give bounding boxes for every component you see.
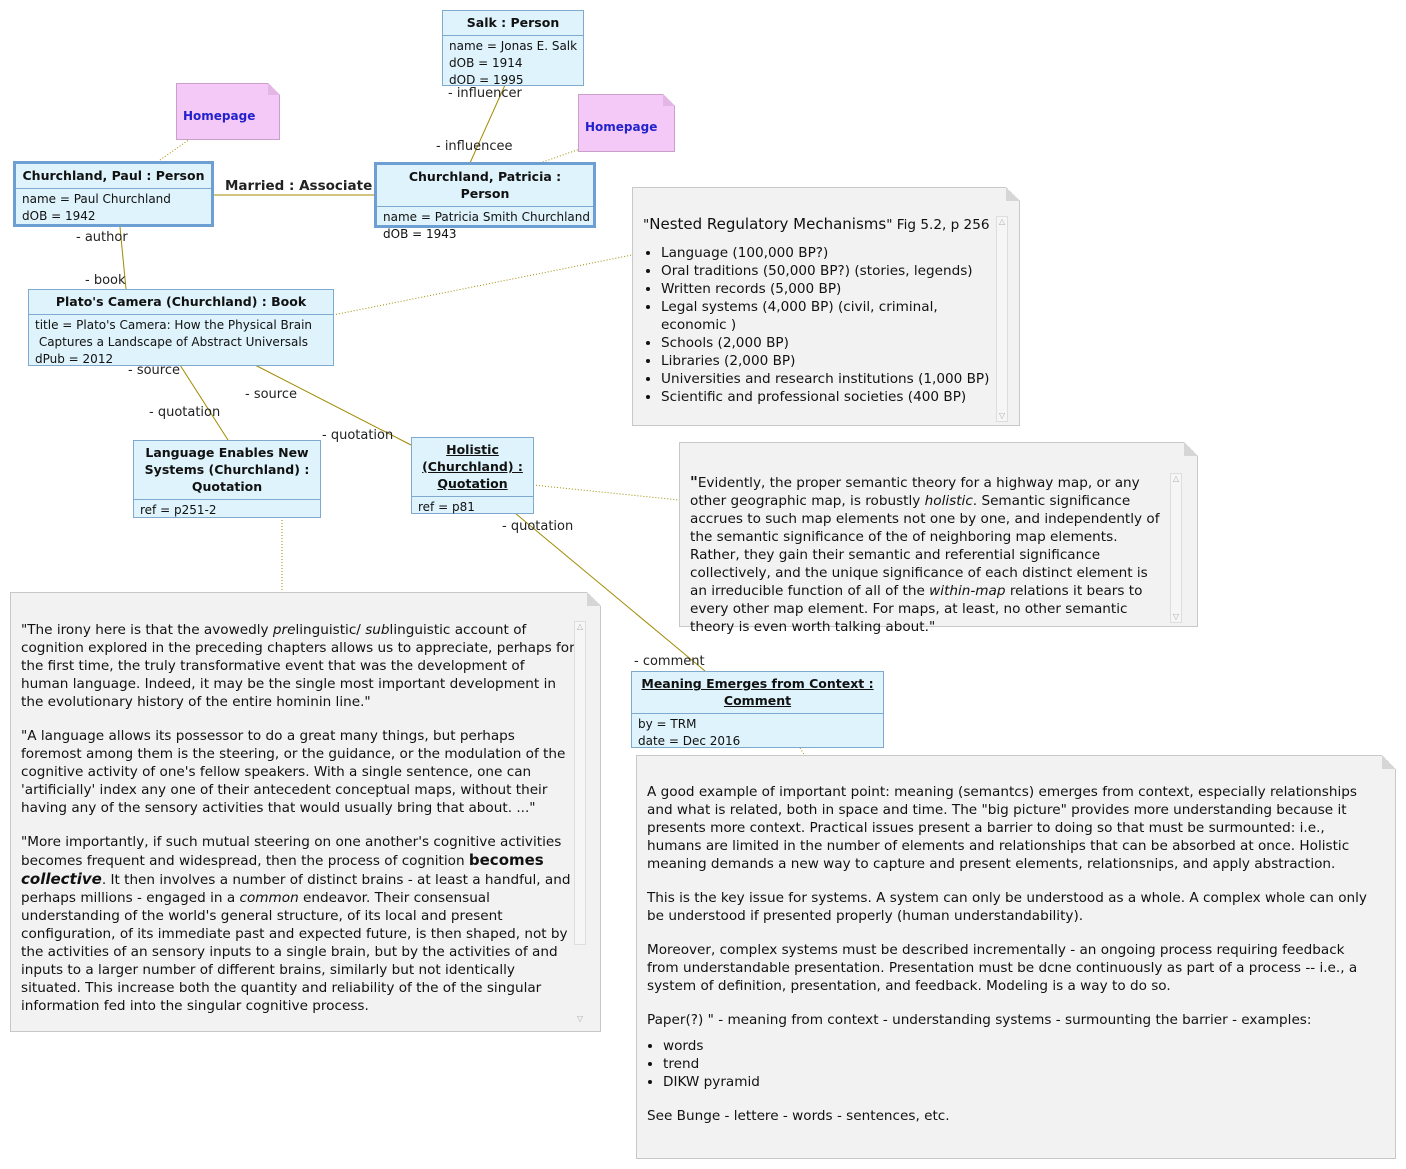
attribute: ref = p251-2 bbox=[140, 503, 217, 517]
note-holistic-quotation-text[interactable]: "Evidently, the proper semantic theory f… bbox=[679, 442, 1198, 635]
homepage-note-paul[interactable]: Homepage bbox=[176, 83, 280, 140]
attribute: dPub = 2012 bbox=[35, 352, 114, 366]
scroll-down-icon[interactable]: ▽ bbox=[576, 1014, 584, 1023]
object-patricia-churchland-person[interactable]: Churchland, Patricia : Person name = Pat… bbox=[374, 162, 596, 241]
role-label-source: - source bbox=[128, 363, 180, 378]
homepage-note-patricia[interactable]: Homepage bbox=[578, 94, 675, 152]
attribute: Captures a Landscape of Abstract Univers… bbox=[35, 335, 308, 349]
paragraph: "The irony here is that the avowedly pre… bbox=[21, 622, 575, 710]
note-text: "The irony here is that the avowedly pre… bbox=[21, 621, 576, 1015]
object-meaning-emerges-comment[interactable]: Meaning Emerges from Context : Comment b… bbox=[631, 671, 884, 748]
note-scrollbar[interactable]: △ bbox=[574, 621, 586, 945]
list-item: Written records (5,000 BP) bbox=[661, 280, 1001, 298]
note-meaning-comment-text[interactable]: A good example of important point: meani… bbox=[636, 755, 1396, 1159]
role-label-quotation: - quotation bbox=[322, 428, 394, 443]
role-label-author: - author bbox=[76, 230, 128, 245]
note-text: A good example of important point: meani… bbox=[647, 783, 1371, 1125]
role-label-influencee: - influencee bbox=[436, 139, 513, 154]
object-title: Churchland, Patricia : Person bbox=[377, 165, 593, 207]
note-language-quotation-text[interactable]: "The irony here is that the avowedly pre… bbox=[10, 592, 601, 1032]
paragraph: "More importantly, if such mutual steeri… bbox=[21, 834, 571, 1014]
scroll-up-icon[interactable]: △ bbox=[998, 217, 1006, 226]
scroll-down-icon[interactable]: ▽ bbox=[1172, 612, 1180, 621]
attribute: by = TRM bbox=[638, 717, 697, 731]
object-title: Language Enables New Systems (Churchland… bbox=[134, 441, 320, 500]
list-item: words bbox=[663, 1037, 1371, 1055]
role-label-quotation: - quotation bbox=[502, 519, 574, 534]
paragraph: This is the key issue for systems. A sys… bbox=[647, 890, 1367, 924]
list-item: Legal systems (4,000 BP) (civil, crimina… bbox=[661, 298, 1001, 334]
attribute: ref = p81 bbox=[418, 500, 475, 514]
list-item: Schools (2,000 BP) bbox=[661, 334, 1001, 352]
attribute: name = Paul Churchland bbox=[22, 192, 171, 206]
object-language-enables-quotation[interactable]: Language Enables New Systems (Churchland… bbox=[133, 440, 321, 518]
object-title: Churchland, Paul : Person bbox=[16, 164, 211, 189]
list-item: Libraries (2,000 BP) bbox=[661, 352, 1001, 370]
list-item: Oral traditions (50,000 BP?) (stories, l… bbox=[661, 262, 1001, 280]
attribute: name = Jonas E. Salk bbox=[449, 39, 578, 53]
role-label-influencer: - influencer bbox=[448, 86, 522, 101]
object-platos-camera-book[interactable]: Plato's Camera (Churchland) : Book title… bbox=[28, 289, 334, 366]
regulatory-list: Language (100,000 BP?) Oral traditions (… bbox=[643, 244, 1001, 406]
attribute: title = Plato's Camera: How the Physical… bbox=[35, 318, 313, 332]
note-scrollbar[interactable]: △ ▽ bbox=[996, 216, 1008, 422]
object-holistic-quotation[interactable]: Holistic (Churchland) : Quotation ref = … bbox=[411, 437, 534, 514]
scroll-down-icon[interactable]: ▽ bbox=[998, 411, 1006, 420]
list-item: Language (100,000 BP?) bbox=[661, 244, 1001, 262]
attribute: dOB = 1943 bbox=[383, 227, 457, 241]
examples-list: words trend DIKW pyramid bbox=[647, 1037, 1371, 1091]
attribute: name = Patricia Smith Churchland bbox=[383, 210, 590, 224]
attribute: dOB = 1914 bbox=[449, 56, 523, 70]
attribute: dOD = 1995 bbox=[449, 73, 524, 87]
attribute: dOB = 1942 bbox=[22, 209, 96, 223]
object-paul-churchland-person[interactable]: Churchland, Paul : Person name = Paul Ch… bbox=[13, 161, 214, 227]
paragraph: "A language allows its possessor to do a… bbox=[21, 728, 566, 816]
object-title: Meaning Emerges from Context : Comment bbox=[632, 672, 883, 714]
anchor-holistic-note bbox=[532, 484, 680, 501]
paragraph: See Bunge - lettere - words - sentences,… bbox=[647, 1108, 950, 1124]
object-salk-person[interactable]: Salk : Person name = Jonas E. Salk dOB =… bbox=[442, 10, 584, 87]
anchor-paul-homepage bbox=[159, 138, 191, 161]
role-label-source: - source bbox=[245, 387, 297, 402]
attribute: date = Dec 2016 bbox=[638, 734, 741, 748]
anchor-patricia-homepage bbox=[539, 148, 581, 164]
paragraph: Paper(?) " - meaning from context - unde… bbox=[647, 1012, 1312, 1028]
homepage-link[interactable]: Homepage bbox=[183, 109, 256, 123]
object-title: Salk : Person bbox=[443, 11, 583, 36]
list-item: DIKW pyramid bbox=[663, 1073, 1371, 1091]
paragraph: A good example of important point: meani… bbox=[647, 784, 1357, 872]
association-label-married: Married : Associate bbox=[225, 178, 373, 194]
anchor-book-nested bbox=[332, 254, 633, 316]
list-item: Scientific and professional societies (4… bbox=[661, 388, 1001, 406]
link-book-language[interactable] bbox=[179, 364, 229, 441]
role-label-comment: - comment bbox=[634, 654, 705, 669]
paragraph: Moreover, complex systems must be descri… bbox=[647, 942, 1358, 994]
object-title: Holistic (Churchland) : Quotation bbox=[412, 438, 533, 497]
note-nested-regulatory-mechanisms[interactable]: "Nested Regulatory Mechanisms" Fig 5.2, … bbox=[632, 187, 1020, 426]
list-item: Universities and research institutions (… bbox=[661, 370, 1001, 388]
scroll-up-icon[interactable]: △ bbox=[576, 622, 584, 631]
object-title: Plato's Camera (Churchland) : Book bbox=[29, 290, 333, 315]
role-label-book: - book bbox=[85, 273, 126, 288]
note-text: "Evidently, the proper semantic theory f… bbox=[690, 473, 1160, 635]
note-scrollbar[interactable]: △ ▽ bbox=[1170, 473, 1182, 623]
note-heading: "Nested Regulatory Mechanisms" Fig 5.2, … bbox=[643, 215, 990, 233]
role-label-quotation: - quotation bbox=[149, 405, 221, 420]
list-item: trend bbox=[663, 1055, 1371, 1073]
homepage-link[interactable]: Homepage bbox=[585, 120, 658, 134]
scroll-up-icon[interactable]: △ bbox=[1172, 474, 1180, 483]
